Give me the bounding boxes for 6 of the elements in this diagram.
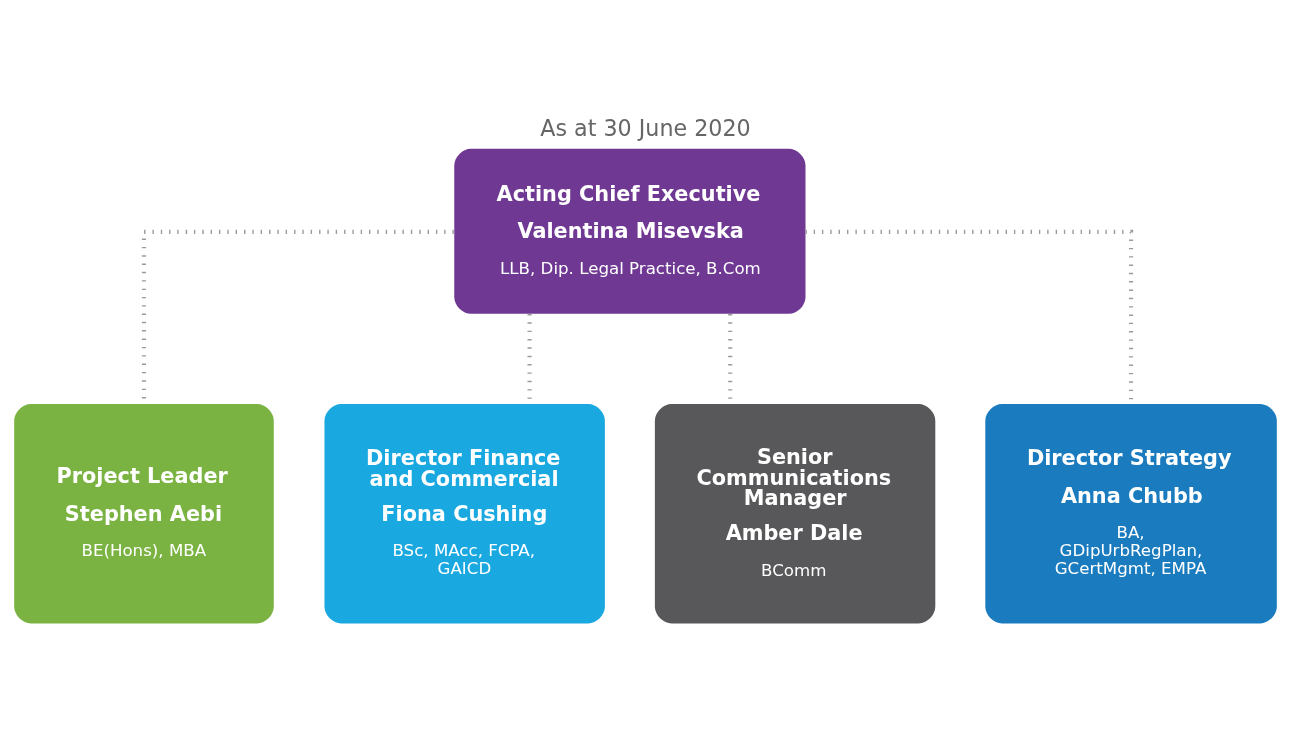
node-box: Director Strategy Anna Chubb BA, GDipUrbRegPlan, GCertMgmt, EMPA bbox=[985, 403, 1277, 623]
node-box: Senior Communications Manager Amber Dale BComm bbox=[654, 403, 936, 623]
diagram-title: As at 30 June 2020 bbox=[540, 114, 751, 141]
node-box: Acting Chief Executive Valentina Misevska LLB, Dip. Legal Practice, B.Com bbox=[454, 148, 806, 314]
node-box: Project Leader Stephen Aebi BE(Hons), MBA bbox=[14, 403, 274, 623]
node-box: Director Finance and Commercial Fiona Cushing BSc, MAcc, FCPA, GAICD bbox=[324, 403, 605, 623]
